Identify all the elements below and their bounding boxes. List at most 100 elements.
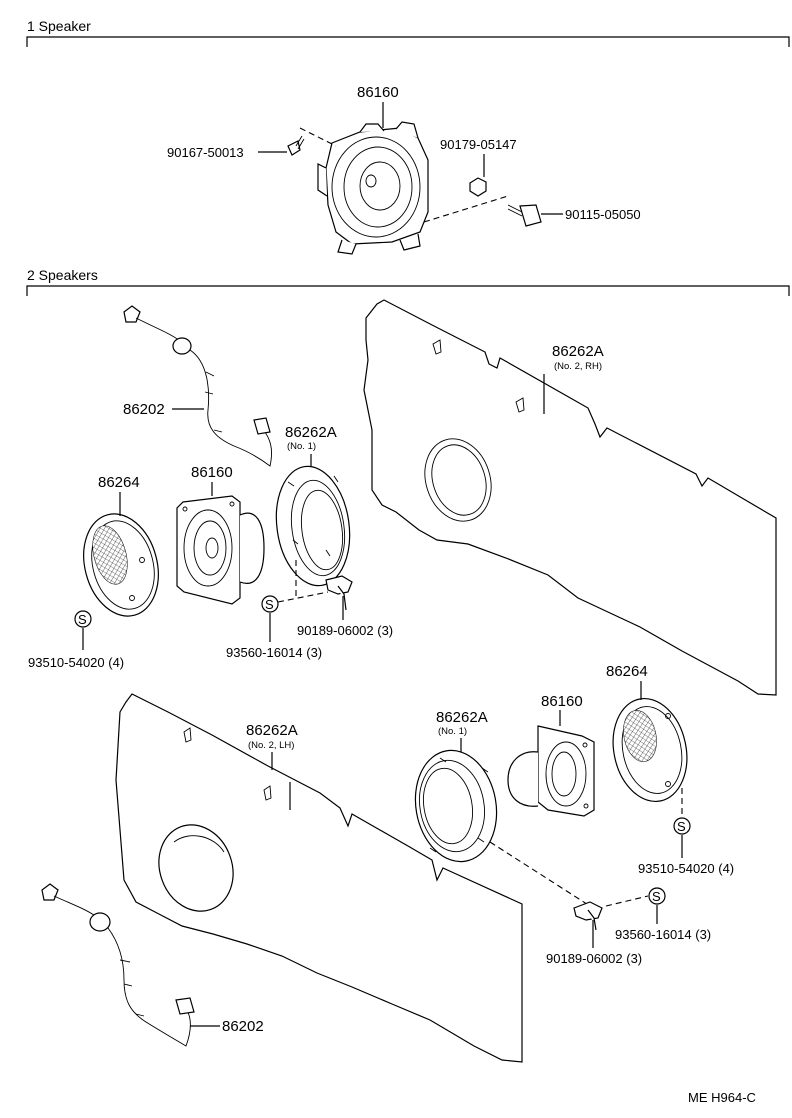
upper-s-screw-2-circle — [261, 595, 279, 613]
lower-s-screw-4-circle — [648, 887, 666, 905]
lower-grille-hole-2 — [665, 781, 671, 787]
lower-ring-outer — [414, 749, 498, 863]
upper-wire-plug — [253, 417, 271, 435]
upper-ring-lip — [300, 489, 344, 571]
rh-panel-hole-2 — [515, 397, 525, 413]
upper-speaker-frame — [176, 495, 241, 605]
lower-grille[interactable] — [604, 692, 696, 809]
s1-label-bolt: 90115-05050 — [565, 207, 641, 222]
upper-label-wire: 86202 — [123, 401, 165, 418]
lower-label-grille: 86264 — [606, 663, 648, 680]
upper-wire-connector — [123, 305, 141, 323]
lh-label-bracket: 86262A — [246, 722, 298, 739]
lh-label-bracket-sub: (No. 2, LH) — [248, 740, 294, 751]
upper-s-screw-1-symbol: S — [78, 612, 87, 627]
lower-grille-hole-1 — [665, 713, 671, 719]
upper-speaker-hole-2 — [229, 501, 235, 507]
s1-speaker-assembly[interactable] — [317, 121, 429, 255]
lower-dash-s-screw-4 — [605, 895, 649, 907]
s1-nut-body — [469, 177, 487, 197]
lower-label-ring-sub: (No. 1) — [438, 726, 467, 737]
upper-dash-s-screw — [277, 591, 329, 603]
s1-cone-outer — [331, 136, 421, 238]
lower-grille-mesh — [623, 710, 657, 762]
s1-label-nut: 90179-05147 — [440, 137, 517, 152]
lower-wire-grommet — [89, 912, 111, 932]
s1-side-ear — [317, 163, 328, 197]
lower-s-screw-3[interactable]: S — [673, 817, 691, 835]
s1-dash-bolt — [423, 195, 509, 223]
lower-wire-harness[interactable] — [41, 883, 195, 1047]
upper-speaker-magnet — [239, 512, 265, 584]
lower-label-ring: 86262A — [436, 709, 488, 726]
upper-label-speaker: 86160 — [191, 464, 233, 481]
s1-nut[interactable] — [469, 177, 487, 197]
s1-bolt-bracket — [519, 204, 542, 227]
upper-ring-inner — [290, 479, 346, 577]
lh-panel-opening — [158, 824, 234, 912]
upper-s-screw-2-symbol: S — [265, 597, 274, 612]
upper-s-screw-1-circle — [74, 610, 92, 628]
lower-wire-clips — [119, 959, 145, 1017]
section-2-title: 2 Speakers — [27, 267, 98, 283]
s1-screw-shank — [295, 135, 305, 150]
upper-ring[interactable] — [269, 462, 357, 591]
upper-speaker-cone-outer — [183, 509, 233, 587]
upper-nut-body — [325, 575, 353, 595]
lower-speaker-cone-inner — [551, 751, 577, 797]
lower-label-s-screw-3: 93510-54020 (4) — [638, 861, 734, 876]
s1-bracket-bolt[interactable] — [507, 204, 542, 227]
s1-label-speaker: 86160 — [357, 84, 399, 101]
upper-label-ring: 86262A — [285, 424, 337, 441]
rh-panel-hole-1 — [432, 339, 442, 355]
lower-label-speaker: 86160 — [541, 693, 583, 710]
upper-s-screw-1[interactable]: S — [74, 610, 92, 628]
upper-speaker[interactable] — [176, 495, 265, 605]
upper-wire-clips — [204, 371, 223, 433]
lower-wire-seg-2 — [107, 927, 191, 1047]
upper-label-ring-sub: (No. 1) — [287, 441, 316, 452]
upper-grille-rim — [91, 520, 155, 610]
rh-bracket-panel[interactable] — [363, 299, 777, 696]
section-2-header: 2 Speakers — [26, 267, 790, 296]
section-1-title: 1 Speaker — [27, 18, 91, 34]
s1-bottom-tab-right — [399, 233, 421, 251]
lower-s-screw-3-circle — [673, 817, 691, 835]
s1-top-tab-right — [395, 121, 419, 139]
upper-grille[interactable] — [73, 505, 169, 624]
lower-speaker[interactable] — [507, 725, 595, 817]
rh-panel-opening-outer — [424, 438, 492, 522]
lower-nut[interactable] — [573, 901, 603, 931]
upper-label-s-screw-2: 93560-16014 (3) — [226, 645, 322, 660]
upper-grille-hole-1 — [139, 557, 145, 563]
upper-label-grille: 86264 — [98, 474, 140, 491]
s1-bolt-thread — [507, 204, 523, 217]
lower-ring[interactable] — [407, 744, 505, 868]
s1-screw[interactable] — [287, 135, 305, 156]
section-2-bracket — [26, 285, 790, 296]
rh-panel-opening-inner — [431, 444, 487, 516]
lower-speaker-frame — [537, 725, 595, 817]
s1-top-tab — [359, 123, 385, 133]
lh-panel-opening-lip — [173, 835, 225, 853]
upper-nut-tab — [337, 585, 347, 611]
upper-s-screw-2[interactable]: S — [261, 595, 279, 613]
s1-dash-screw — [299, 127, 337, 147]
lower-wire-plug — [175, 997, 195, 1015]
lh-bracket-panel[interactable] — [115, 693, 523, 1063]
lower-s-screw-4[interactable]: S — [648, 887, 666, 905]
rh-panel-outline — [363, 299, 777, 696]
lower-speaker-hole-1 — [582, 742, 588, 748]
rh-label-bracket-sub: (No. 2, RH) — [554, 361, 602, 372]
upper-speaker-cap — [205, 537, 219, 559]
lower-nut-tab — [587, 909, 597, 931]
upper-nut[interactable] — [325, 575, 353, 611]
lower-ring-lip — [423, 767, 473, 845]
section-1-bracket — [26, 36, 790, 47]
lower-label-s-screw-4: 93560-16014 (3) — [615, 927, 711, 942]
upper-wire-seg-2 — [189, 349, 273, 467]
s1-bottom-tab-left — [337, 239, 357, 255]
upper-wire-harness[interactable] — [123, 305, 273, 467]
upper-ring-outer — [275, 465, 351, 587]
